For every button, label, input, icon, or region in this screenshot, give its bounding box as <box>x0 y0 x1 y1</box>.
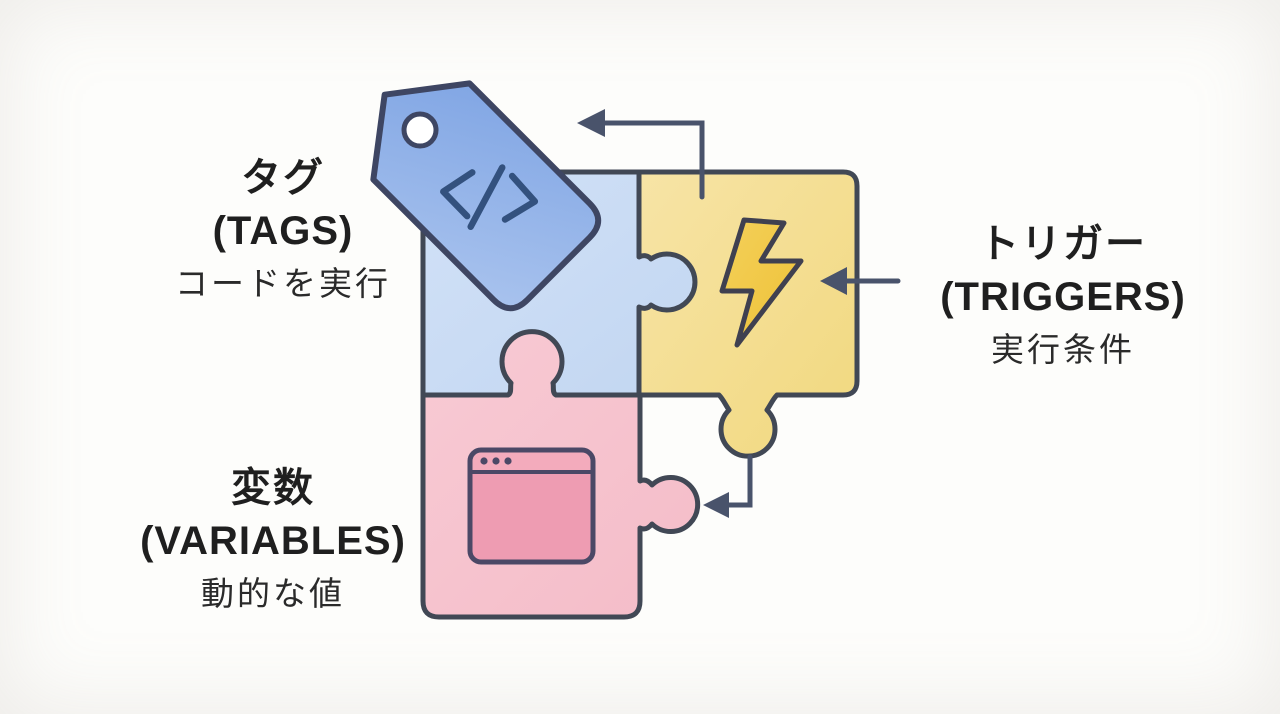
left-arrowhead-icon <box>577 109 605 137</box>
left-arrowhead-icon <box>820 267 847 295</box>
arrow-into-trigger <box>820 267 901 295</box>
lightning-bolt-icon <box>719 217 804 348</box>
browser-window-icon <box>467 447 596 565</box>
left-arrowhead-icon <box>703 492 729 518</box>
tags-description: コードを実行 <box>175 265 391 302</box>
tags-label: タグ (TAGS) コードを実行 <box>118 152 448 310</box>
variables-label: 変数 (VARIABLES) 動的な値 <box>108 462 438 620</box>
code-chevrons-icon <box>440 164 539 230</box>
variables-subtitle: (VARIABLES) <box>140 519 406 563</box>
tags-title: タグ <box>241 156 325 200</box>
triggers-title: トリガー <box>979 222 1147 266</box>
triggers-description: 実行条件 <box>991 331 1135 368</box>
tags-subtitle: (TAGS) <box>212 209 354 253</box>
triggers-label: トリガー (TRIGGERS) 実行条件 <box>898 218 1228 376</box>
variables-description: 動的な値 <box>201 575 345 612</box>
arrow-trigger-to-variable <box>703 454 753 518</box>
variables-title: 変数 <box>231 466 315 510</box>
triggers-subtitle: (TRIGGERS) <box>940 275 1186 319</box>
arrow-trigger-to-tag <box>577 109 705 200</box>
